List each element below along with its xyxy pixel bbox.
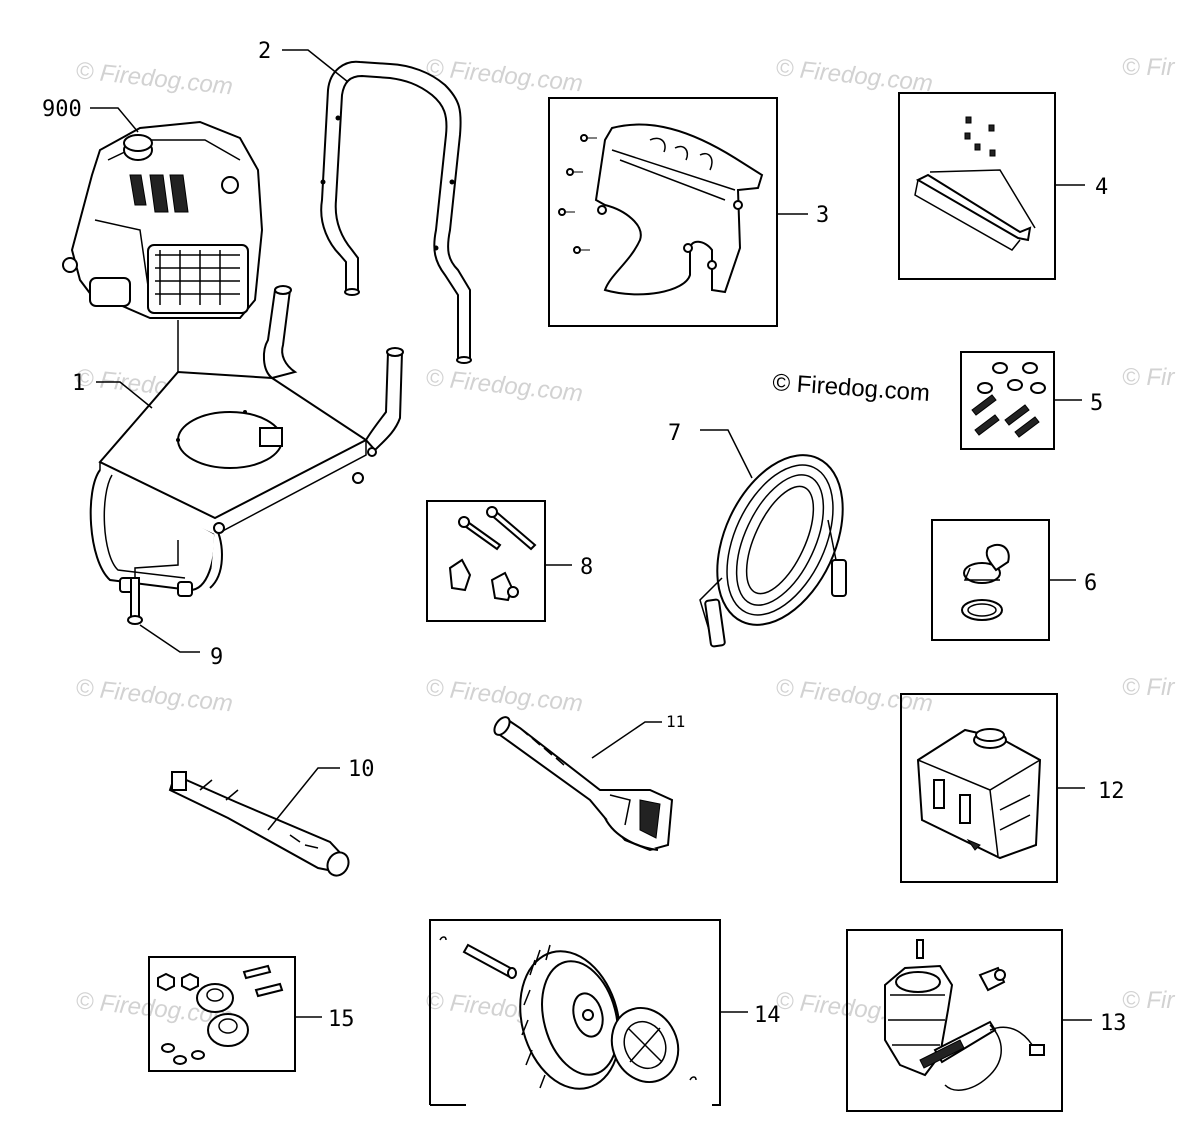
watermark: © Firedog.com — [74, 57, 234, 100]
leader-line — [282, 49, 349, 83]
callout-5: 5 — [1090, 391, 1103, 416]
callout-9: 9 — [210, 645, 223, 670]
callout-3: 3 — [816, 203, 829, 228]
gun-holder-icon — [558, 123, 764, 296]
callout-7: 7 — [668, 421, 681, 446]
callout-14: 14 — [754, 1003, 781, 1028]
part-box-8 — [426, 500, 546, 622]
engine-icon — [62, 120, 264, 319]
callout-15: 15 — [328, 1007, 355, 1032]
frame-icon — [89, 285, 404, 597]
watermark: © Firedog.com — [774, 674, 934, 717]
callout-8: 8 — [580, 555, 593, 580]
watermark: © Fir — [1122, 987, 1175, 1014]
callout-11: 11 — [666, 712, 685, 731]
callout-900: 900 — [42, 97, 82, 122]
handle-icon — [320, 60, 472, 364]
watermark: © Firedog.com — [774, 54, 934, 97]
pump-icon — [884, 939, 1045, 1091]
callout-13: 13 — [1100, 1011, 1127, 1036]
part-box-3 — [548, 97, 778, 327]
leader-line — [139, 624, 200, 653]
detergent-tank-icon — [916, 728, 1042, 860]
knob-kit-icon — [448, 506, 537, 602]
watermark: © Fir — [1122, 364, 1175, 391]
bolt-icon — [127, 540, 179, 625]
screw-icon — [573, 246, 590, 254]
watermark: © Firedog.com — [424, 674, 584, 717]
callout-4: 4 — [1095, 175, 1108, 200]
hose-icon — [699, 454, 847, 648]
callout-12: 12 — [1098, 779, 1125, 804]
wheel-kit-icon — [439, 936, 697, 1090]
leader-line — [96, 381, 153, 409]
watermark: © Firedog.com — [74, 674, 234, 717]
callout-10: 10 — [348, 757, 375, 782]
leader-line — [267, 767, 340, 831]
spray-gun-icon — [493, 716, 674, 852]
callout-2: 2 — [258, 39, 271, 64]
screw-icon — [580, 134, 597, 142]
screw-icon — [566, 168, 583, 176]
leader-line — [700, 429, 753, 479]
hardware-kit-icon — [971, 362, 1046, 438]
cap-icon — [961, 543, 1010, 621]
leader-line — [591, 721, 662, 759]
watermark: © Fir — [1122, 54, 1175, 81]
seal-kit-icon — [157, 964, 284, 1065]
wand-icon — [168, 771, 350, 877]
callout-1: 1 — [72, 371, 85, 396]
part-box-4 — [898, 92, 1056, 280]
watermark-main: © Firedog.com — [772, 369, 931, 407]
watermark: © Firedog.com — [424, 364, 584, 407]
part-box-14 — [429, 919, 721, 1106]
part-box-15 — [148, 956, 296, 1072]
callout-6: 6 — [1084, 571, 1097, 596]
bracket-kit-icon — [914, 116, 1036, 251]
screw-icon — [558, 208, 575, 216]
watermark: © Fir — [1122, 674, 1175, 701]
leader-line — [90, 107, 139, 133]
